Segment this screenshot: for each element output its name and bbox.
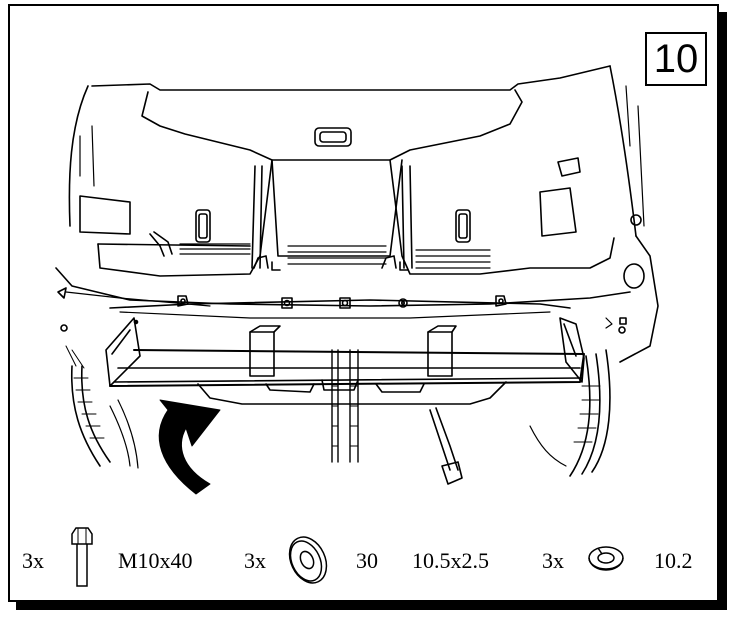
washer-dimension: 10.5x2.5 xyxy=(412,548,489,573)
step-number: 10 xyxy=(645,32,707,86)
flat-washer-icon xyxy=(288,536,328,584)
instruction-frame: 10 xyxy=(8,4,719,602)
spring-washer-spec: 10.2 xyxy=(654,548,693,573)
parts-list: 3x M10x40 3x 30 10.5x2.5 3x 10.2 xyxy=(10,526,717,600)
bolt-qty: 3x xyxy=(22,548,44,573)
washer-qty: 3x xyxy=(244,548,266,573)
spring-washer-qty: 3x xyxy=(542,548,564,573)
bolt-spec: M10x40 xyxy=(118,548,193,573)
spring-washer-icon xyxy=(588,546,624,571)
washer-size: 30 xyxy=(356,548,378,573)
vehicle-rear-illustration xyxy=(55,65,659,495)
rotation-arrow-icon xyxy=(158,399,221,495)
bolt-icon xyxy=(71,527,93,587)
